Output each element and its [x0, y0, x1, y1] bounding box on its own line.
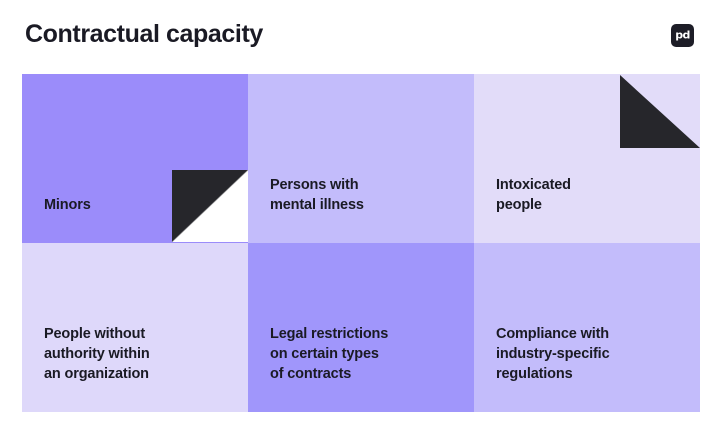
- matrix-cell-label: Intoxicated people: [496, 177, 571, 213]
- matrix-cell-label: People without authority within an organ…: [44, 326, 150, 382]
- matrix-cell-people-without-authority[interactable]: People without authority within an organ…: [22, 243, 248, 412]
- header-bar: Contractual capacity pd: [0, 0, 720, 74]
- matrix-cell-intoxicated-people[interactable]: Intoxicated people: [474, 74, 700, 243]
- matrix-cell-label: Minors: [44, 197, 91, 213]
- matrix-cell-label: Legal restrictions on certain types of c…: [270, 326, 389, 382]
- matrix-cell-compliance-regulations[interactable]: Compliance with industry-specific regula…: [474, 243, 700, 412]
- matrix-cell-minors[interactable]: Minors: [22, 74, 248, 243]
- corner-triangle-artifact: [620, 75, 700, 148]
- matrix-cell-legal-restrictions[interactable]: Legal restrictions on certain types of c…: [248, 243, 474, 412]
- matrix-cell-label: Persons with mental illness: [270, 177, 364, 213]
- logo-wordmark: pd: [675, 28, 690, 42]
- matrix-cell-persons-with-mental-illness[interactable]: Persons with mental illness: [248, 74, 474, 243]
- split-square-artifact: [172, 170, 248, 242]
- matrix-cell-label: Compliance with industry-specific regula…: [496, 326, 610, 382]
- page-title: Contractual capacity: [25, 20, 263, 48]
- pandadoc-logo-icon: pd: [671, 24, 694, 47]
- capacity-matrix: Minors Persons with mental illness Intox…: [22, 74, 700, 412]
